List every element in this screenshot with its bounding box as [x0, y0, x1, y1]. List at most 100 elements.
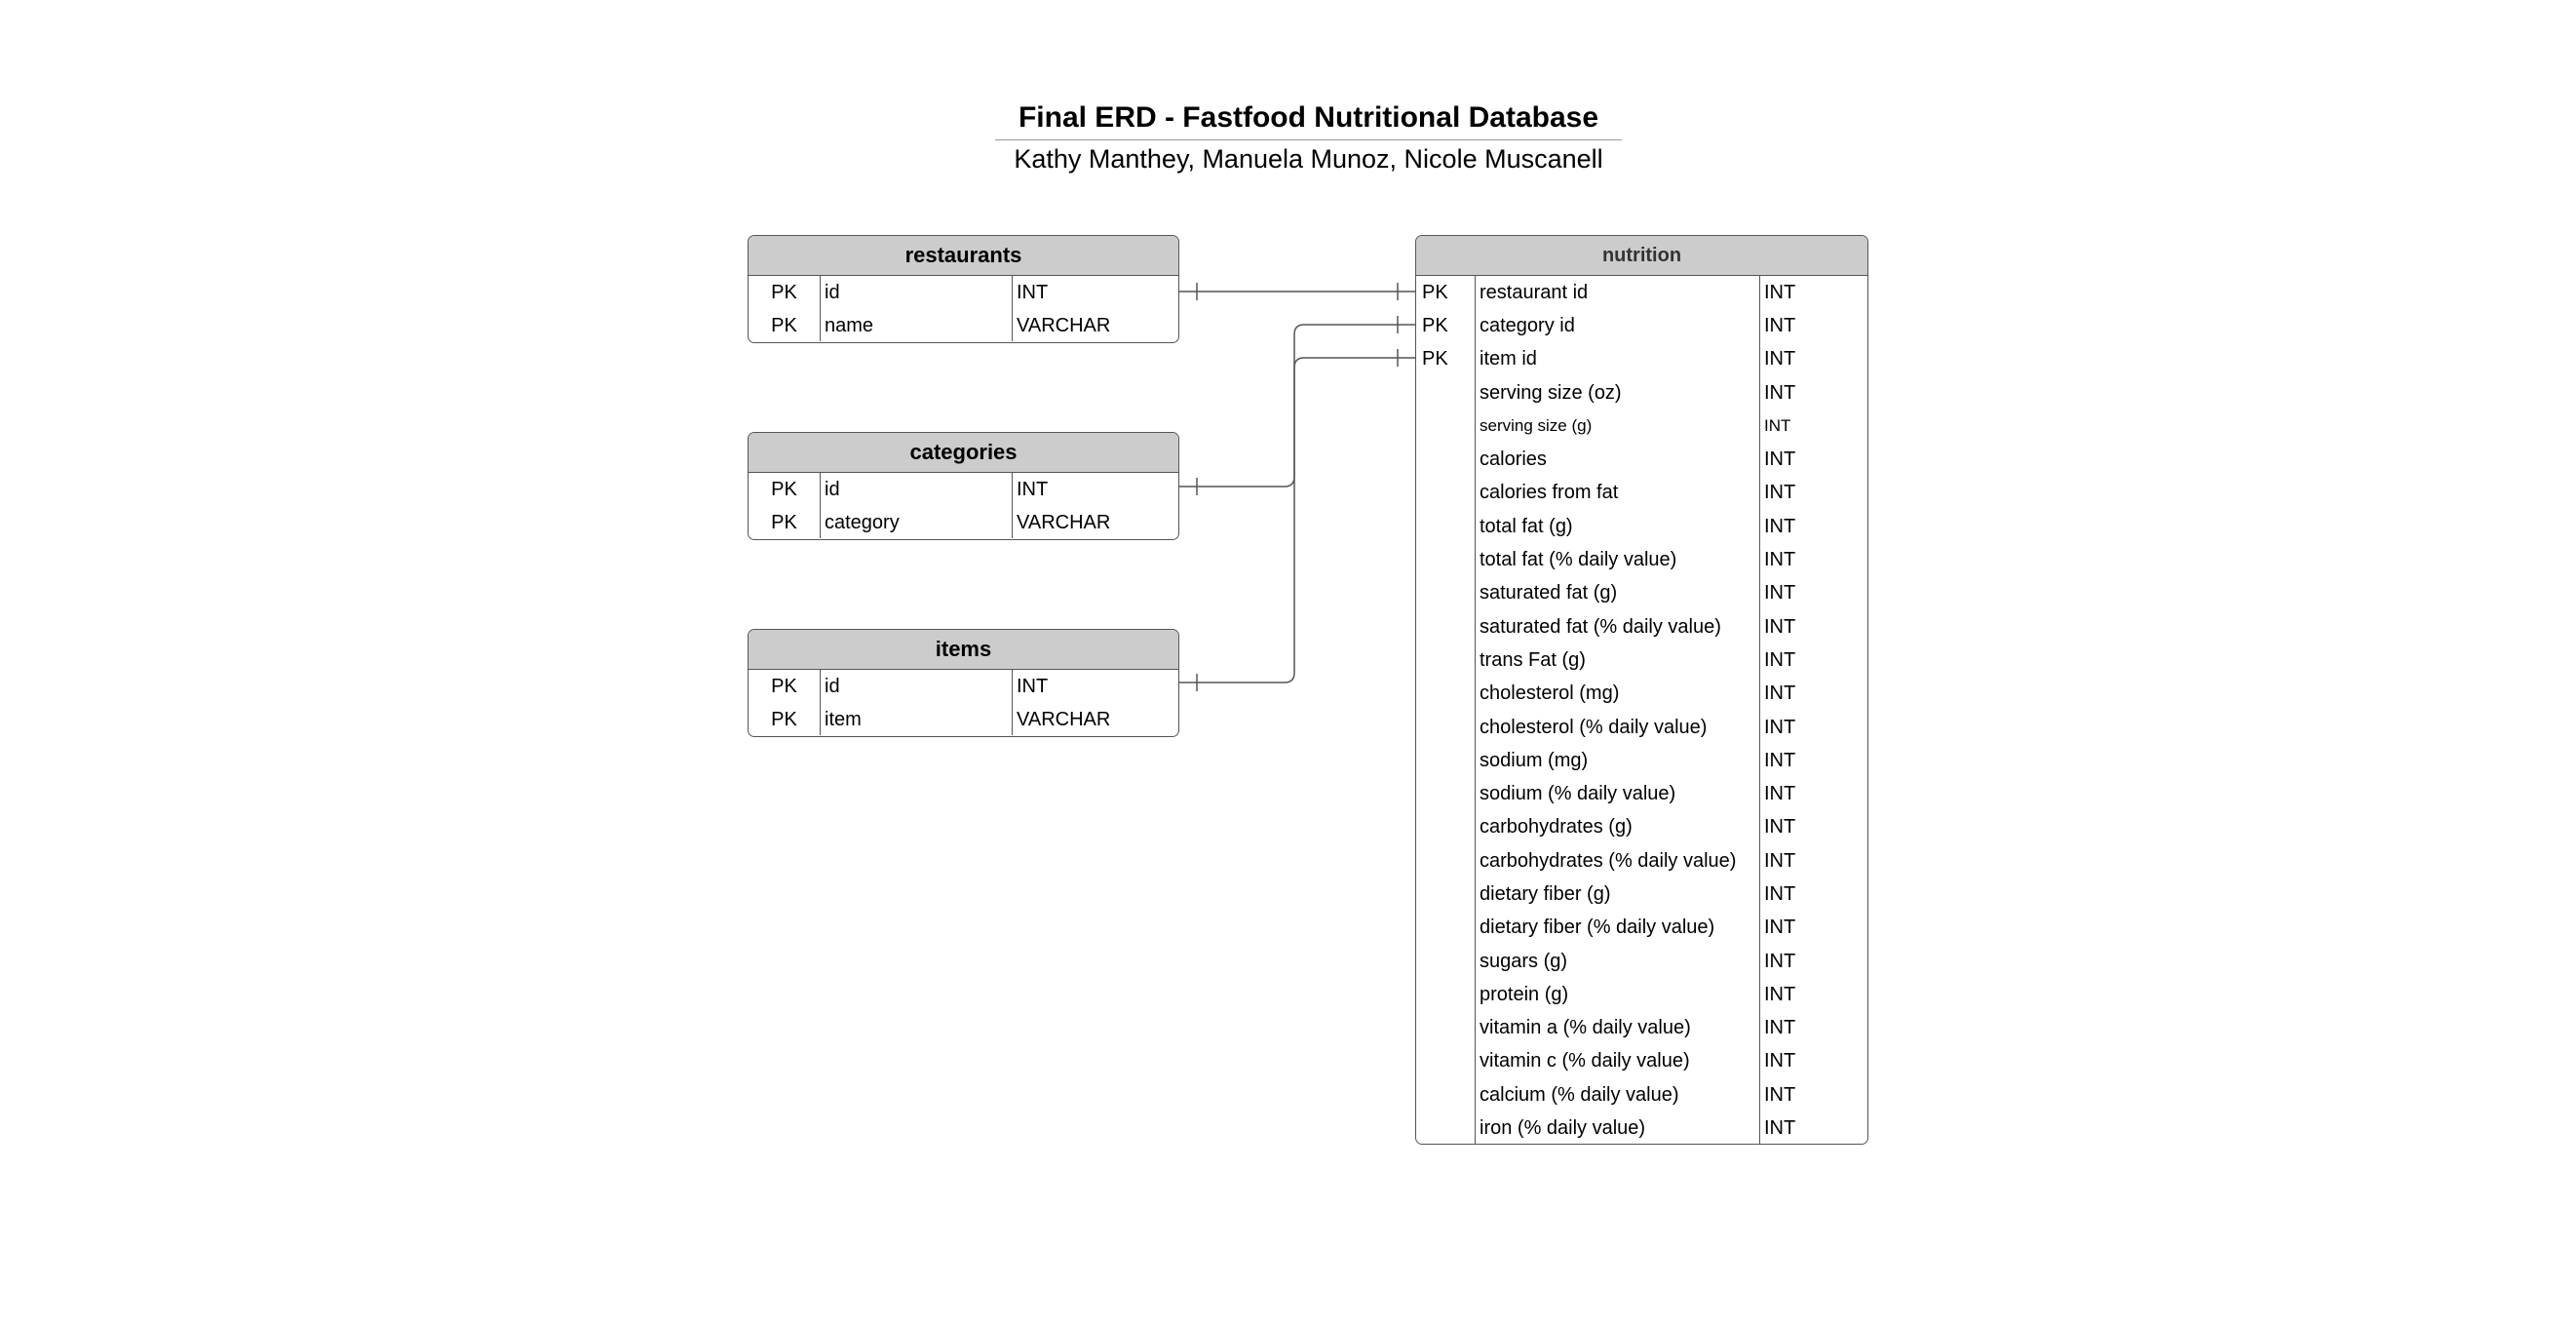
key-cell: PK	[771, 675, 797, 697]
entity-row[interactable]: PK id INT	[749, 670, 1178, 703]
diagram-title: Final ERD - Fastfood Nutritional Databas…	[1018, 101, 1599, 134]
column-divider	[820, 670, 821, 735]
entity-row[interactable]: cholesterol (mg)INT	[1416, 678, 1867, 711]
entity-row[interactable]: iron (% daily value) INT	[1416, 1112, 1867, 1144]
type-cell: INT	[1764, 816, 1796, 838]
entity-row[interactable]: PK item VARCHAR	[749, 703, 1178, 736]
field-cell: sugars (g)	[1480, 950, 1568, 972]
entity-row[interactable]: carbohydrates (% daily value) INT	[1416, 844, 1867, 878]
entity-row[interactable]: PK item id INT	[1416, 343, 1867, 376]
entity-row[interactable]: calcium (% daily value)INT	[1416, 1078, 1867, 1112]
entity-row[interactable]: PK id INT	[749, 473, 1178, 506]
entity-row[interactable]: sugars (g)INT	[1416, 945, 1867, 978]
key-cell: PK	[771, 314, 797, 336]
type-cell: INT	[1017, 281, 1049, 303]
entity-categories[interactable]: categories PK id INT PK category VARCHAR	[748, 432, 1179, 540]
type-cell: INT	[1764, 882, 1796, 905]
field-cell: item	[825, 708, 862, 730]
entity-row[interactable]: PK name VARCHAR	[749, 309, 1178, 342]
entity-body: PK id INT PK name VARCHAR	[749, 276, 1178, 341]
entity-row[interactable]: dietary fiber (% daily value) INT	[1416, 912, 1867, 945]
field-cell: vitamin c (% daily value)	[1480, 1050, 1690, 1072]
field-cell: saturated fat (% daily value)	[1480, 615, 1721, 638]
entity-row[interactable]: saturated fat (% daily value) INT	[1416, 610, 1867, 644]
key-cell: PK	[1422, 348, 1448, 370]
entity-restaurants[interactable]: restaurants PK id INT PK name VARCHAR	[748, 235, 1179, 343]
type-cell: INT	[1764, 482, 1796, 504]
field-cell: serving size (g)	[1480, 416, 1593, 436]
field-cell: calories from fat	[1480, 482, 1619, 504]
entity-row[interactable]: serving size (oz)INT	[1416, 376, 1867, 410]
entity-row[interactable]: total fat (g)INT	[1416, 510, 1867, 543]
field-cell: item id	[1480, 348, 1537, 370]
entity-row[interactable]: trans Fat (g)INT	[1416, 644, 1867, 677]
entity-row[interactable]: vitamin c (% daily value)INT	[1416, 1045, 1867, 1078]
diagram-subtitle: Kathy Manthey, Manuela Munoz, Nicole Mus…	[1014, 144, 1603, 174]
type-cell: INT	[1764, 416, 1791, 436]
type-cell: INT	[1764, 549, 1796, 571]
entity-header[interactable]: restaurants	[749, 236, 1178, 276]
entity-header[interactable]: categories	[749, 433, 1178, 473]
field-cell: id	[825, 675, 840, 697]
field-cell: category	[825, 511, 900, 533]
column-divider	[820, 473, 821, 538]
field-cell: carbohydrates (% daily value)	[1480, 849, 1737, 872]
entity-body: PK id INT PK category VARCHAR	[749, 473, 1178, 538]
field-cell: dietary fiber (% daily value)	[1480, 916, 1715, 939]
type-cell: INT	[1764, 348, 1796, 370]
key-cell: PK	[1422, 281, 1448, 303]
entity-row[interactable]: total fat (% daily value)INT	[1416, 543, 1867, 576]
entity-row[interactable]: sodium (mg)INT	[1416, 744, 1867, 777]
field-cell: dietary fiber (g)	[1480, 882, 1611, 905]
type-cell: INT	[1764, 648, 1796, 671]
column-divider	[1759, 276, 1760, 1144]
entity-row[interactable]: dietary fiber (g) INT	[1416, 878, 1867, 911]
type-cell: VARCHAR	[1017, 314, 1111, 336]
field-cell: iron (% daily value)	[1480, 1117, 1646, 1140]
entity-row[interactable]: calories from fat INT	[1416, 477, 1867, 510]
title-divider	[995, 139, 1622, 140]
type-cell: INT	[1764, 1017, 1796, 1039]
field-cell: calcium (% daily value)	[1480, 1083, 1679, 1106]
field-cell: name	[825, 314, 874, 336]
entity-row[interactable]: serving size (g) INT	[1416, 410, 1867, 443]
type-cell: INT	[1764, 615, 1796, 638]
type-cell: INT	[1017, 478, 1049, 500]
relationship-line-items[interactable]	[1179, 357, 1415, 683]
type-cell: INT	[1017, 675, 1049, 697]
entity-row[interactable]: PK category VARCHAR	[749, 506, 1178, 539]
type-cell: INT	[1764, 1117, 1796, 1140]
type-cell: INT	[1764, 381, 1796, 404]
entity-row[interactable]: protein (g)INT	[1416, 978, 1867, 1011]
entity-row[interactable]: vitamin a (% daily value)INT	[1416, 1012, 1867, 1045]
entity-row[interactable]: PK id INT	[749, 276, 1178, 309]
field-cell: calories	[1480, 448, 1547, 471]
entity-row[interactable]: carbohydrates (g)INT	[1416, 811, 1867, 844]
column-divider	[1012, 473, 1013, 538]
field-cell: id	[825, 281, 840, 303]
entity-header[interactable]: nutrition	[1416, 236, 1867, 276]
column-divider	[1475, 276, 1476, 1144]
key-cell: PK	[1422, 314, 1448, 336]
relationship-line-categories[interactable]	[1179, 324, 1415, 488]
type-cell: INT	[1764, 849, 1796, 872]
type-cell: INT	[1764, 916, 1796, 939]
entity-row[interactable]: cholesterol (% daily value) INT	[1416, 711, 1867, 744]
field-cell: sodium (% daily value)	[1480, 783, 1676, 805]
column-divider	[1012, 276, 1013, 341]
field-cell: total fat (g)	[1480, 515, 1573, 537]
field-cell: cholesterol (% daily value)	[1480, 716, 1708, 738]
entity-row[interactable]: sodium (% daily value)INT	[1416, 777, 1867, 810]
entity-header[interactable]: items	[749, 630, 1178, 670]
entity-row[interactable]: saturated fat (g)INT	[1416, 577, 1867, 610]
type-cell: INT	[1764, 716, 1796, 738]
entity-items[interactable]: items PK id INT PK item VARCHAR	[748, 629, 1179, 737]
field-cell: category id	[1480, 314, 1575, 336]
field-cell: protein (g)	[1480, 983, 1569, 1005]
